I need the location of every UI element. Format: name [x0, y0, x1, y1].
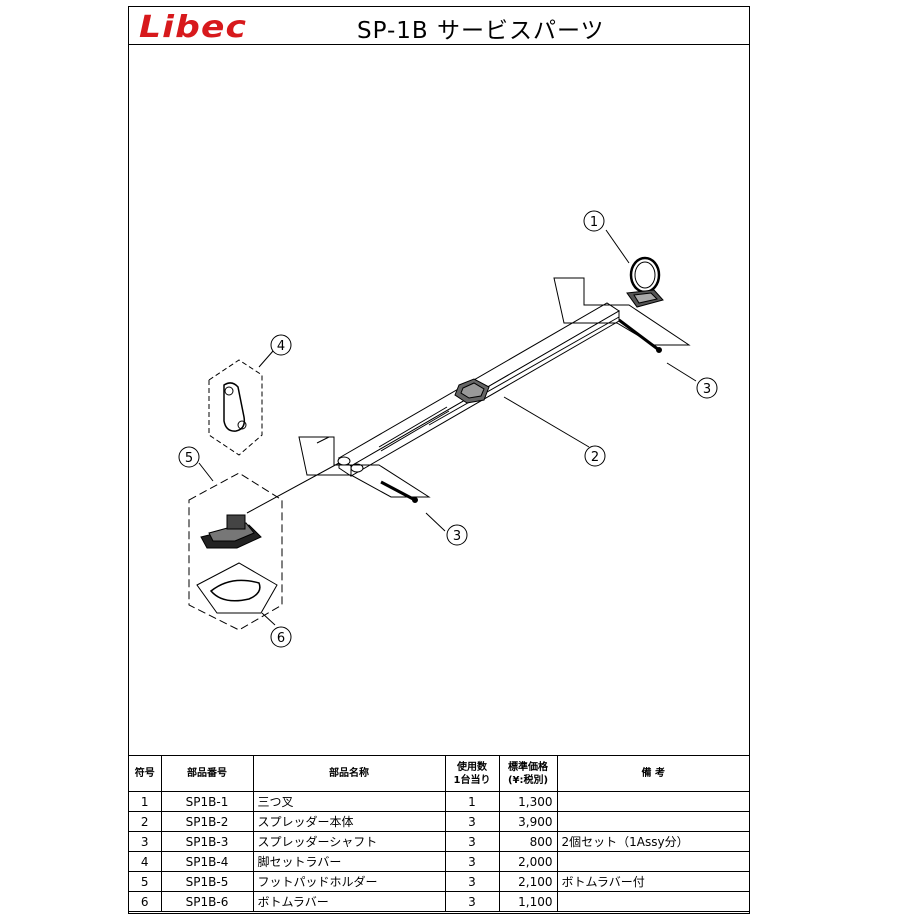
spreader-body-part [337, 302, 620, 477]
callout-3-bottom: 3 [446, 524, 468, 546]
callout-4: 4 [270, 334, 292, 356]
parts-sheet: Libec SP-1B サービスパーツ [128, 6, 750, 914]
svg-text:6: 6 [277, 631, 285, 646]
col-header-part-name: 部品名称 [252, 755, 446, 792]
table-row: 5 SP1B-5 フットパッドホルダー 3 2,100 ボトムラバー付 [129, 871, 749, 892]
table-row: 1 SP1B-1 三つ叉 1 1,300 [129, 791, 749, 812]
sheet-header: Libec SP-1B サービスパーツ [129, 7, 749, 45]
exploded-diagram: 1 2 3 3 4 5 6 [178, 210, 718, 648]
callout-3-top: 3 [696, 377, 718, 399]
foot-pad-holder-part [188, 472, 283, 631]
table-row: 3 SP1B-3 スプレッダーシャフト 3 800 2個セット（1Assy分） [129, 831, 749, 852]
col-header-no: 符号 [129, 755, 162, 792]
svg-text:1: 1 [590, 215, 598, 230]
callout-5: 5 [178, 446, 200, 468]
col-header-part-no: 部品番号 [160, 755, 254, 792]
svg-text:5: 5 [185, 451, 193, 466]
svg-text:3: 3 [453, 529, 461, 544]
leg-set-rubber-part [208, 359, 263, 456]
bottom-rubber-part [196, 562, 278, 614]
table-row: 4 SP1B-4 脚セットラバー 3 2,000 [129, 851, 749, 872]
page-title: SP-1B サービスパーツ [357, 18, 605, 44]
table-row: 2 SP1B-2 スプレッダー本体 3 3,900 [129, 811, 749, 832]
yoke-part [626, 256, 664, 308]
callout-6: 6 [270, 626, 292, 648]
callout-2: 2 [584, 445, 606, 467]
spreader-shaft-part [380, 318, 662, 503]
col-header-remarks: 備 考 [556, 755, 749, 792]
svg-text:4: 4 [277, 339, 285, 354]
libec-logo: Libec [139, 10, 248, 45]
col-header-price: 標準価格(¥:税別) [498, 755, 558, 792]
svg-text:3: 3 [703, 382, 711, 397]
table-row: 6 SP1B-6 ボトムラバー 3 1,100 [129, 891, 749, 912]
svg-text:2: 2 [591, 450, 599, 465]
callout-1: 1 [583, 210, 605, 232]
